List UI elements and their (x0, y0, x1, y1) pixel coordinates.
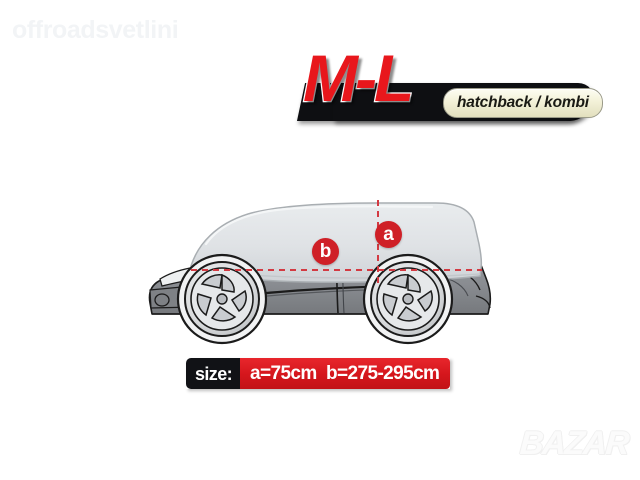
measure-lines (191, 200, 482, 286)
size-value-text: a=75cm b=275-295cm (250, 363, 440, 384)
size-label-box: size: (186, 358, 241, 389)
ml-badge: hatchback / kombi M-L (293, 44, 603, 130)
dimension-marker-a: a (375, 221, 402, 248)
rear-wheel (362, 253, 454, 345)
car-diagram (136, 186, 506, 354)
size-bar: size: a=75cm b=275-295cm (186, 358, 451, 389)
cover-highlight (204, 205, 434, 246)
fog-light (154, 293, 170, 307)
rear-bumper (475, 295, 491, 309)
size-label-text: size: (195, 363, 233, 384)
watermark-bazar: BAZAR (518, 424, 630, 461)
badge-subtitle-pill: hatchback / kombi (443, 88, 603, 118)
car-illustration-svg (148, 200, 492, 345)
front-wheel (176, 253, 268, 345)
badge-title-text: M-L (302, 41, 416, 115)
size-value-box: a=75cm b=275-295cm (240, 358, 451, 389)
watermark-offroadsvetlini: offroadsvetlini (12, 16, 179, 44)
badge-subtitle-text: hatchback / kombi (457, 94, 589, 111)
dimension-marker-b: b (312, 238, 339, 265)
